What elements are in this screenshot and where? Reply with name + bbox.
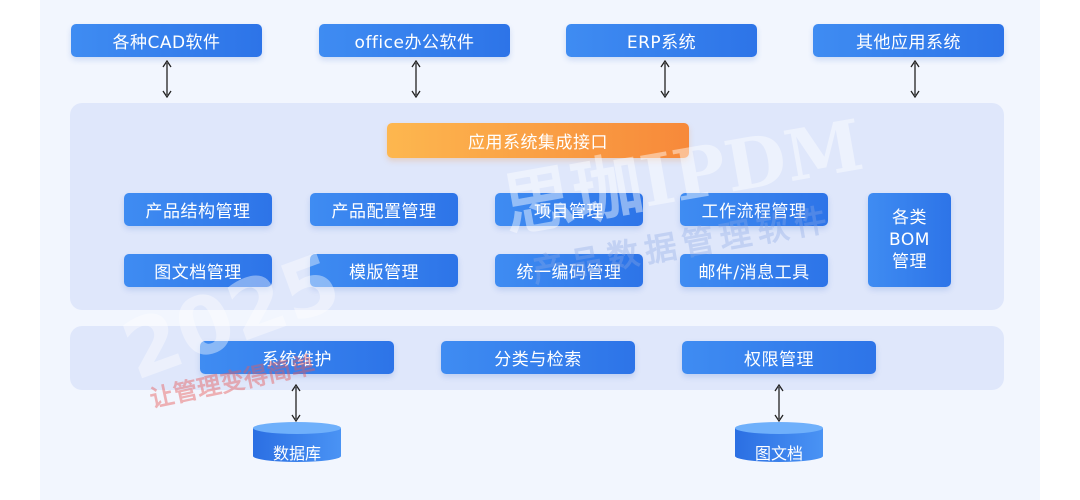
module-system-maintenance: 系统维护 (200, 341, 394, 374)
module-product-structure: 产品结构管理 (124, 193, 272, 226)
bom-label-line: 各类 (892, 208, 927, 228)
module-documents: 图文档管理 (124, 254, 272, 287)
module-workflow: 工作流程管理 (680, 193, 828, 226)
integration-interface-box: 应用系统集成接口 (387, 123, 689, 158)
double-arrow-icon (660, 60, 670, 98)
double-arrow-icon (774, 384, 784, 422)
database-cylinder: 数据库 (252, 421, 342, 463)
module-classify-search: 分类与检索 (441, 341, 635, 374)
database-label: 数据库 (272, 444, 321, 463)
double-arrow-icon (411, 60, 421, 98)
module-permissions: 权限管理 (682, 341, 876, 374)
module-unified-coding: 统一编码管理 (495, 254, 643, 287)
module-mail-message: 邮件/消息工具 (680, 254, 828, 287)
module-project: 项目管理 (495, 193, 643, 226)
database-icon (735, 422, 823, 462)
module-bom: 各类 BOM 管理 (868, 193, 951, 287)
database-icon (253, 422, 341, 462)
double-arrow-icon (162, 60, 172, 98)
document-store-cylinder: 图文档 (734, 421, 824, 463)
double-arrow-icon (291, 384, 301, 422)
bom-label-line: BOM (889, 230, 930, 250)
module-product-config: 产品配置管理 (310, 193, 458, 226)
cad-software-box: 各种CAD软件 (71, 24, 262, 57)
document-store-label: 图文档 (754, 444, 803, 463)
office-software-box: office办公软件 (319, 24, 510, 57)
erp-system-box: ERP系统 (566, 24, 757, 57)
bom-label-line: 管理 (892, 252, 927, 272)
other-systems-box: 其他应用系统 (813, 24, 1004, 57)
double-arrow-icon (910, 60, 920, 98)
module-templates: 模版管理 (310, 254, 458, 287)
